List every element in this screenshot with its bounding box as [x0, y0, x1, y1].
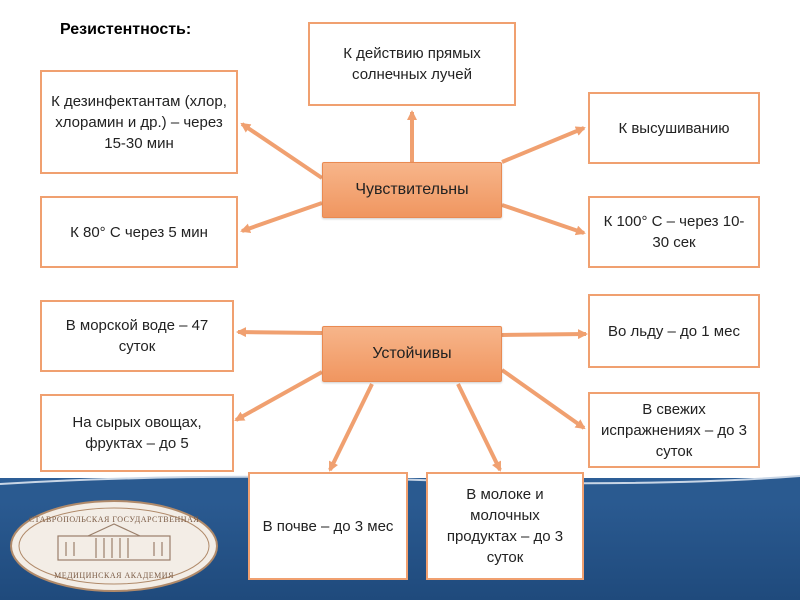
arrow-to-sea-water [236, 327, 323, 338]
box-disinfectants: К дезинфектантам (хлор, хлорамин и др.) … [40, 70, 238, 174]
box-vegetables: На сырых овощах, фруктах – до 5 [40, 394, 234, 472]
arrow-to-ice [501, 329, 588, 340]
slide-title: Резистентность: [60, 21, 192, 38]
academy-logo: СТАВРОПОЛЬСКАЯ ГОСУДАРСТВЕННАЯ МЕДИЦИНСК… [10, 500, 218, 592]
arrow-to-feces [500, 368, 586, 430]
box-sunlight: К действию прямых солнечных лучей [308, 22, 516, 106]
arrow-to-milk [456, 383, 502, 472]
arrow-to-vegetables [234, 370, 323, 422]
box-ice: Во льду – до 1 мес [588, 294, 760, 368]
box-heat80: К 80° С через 5 мин [40, 196, 238, 268]
arrow-to-disinfectants [240, 122, 324, 180]
box-heat100: К 100° С – через 10-30 сек [588, 196, 760, 268]
box-milk: В молоке и молочных продуктах – до 3 сут… [426, 472, 584, 580]
svg-text:СТАВРОПОЛЬСКАЯ ГОСУДАРСТВЕННАЯ: СТАВРОПОЛЬСКАЯ ГОСУДАРСТВЕННАЯ [29, 515, 199, 524]
arrow-to-drying [501, 126, 586, 164]
box-drying: К высушиванию [588, 92, 760, 164]
hub-resistant: Устойчивы [322, 326, 502, 382]
box-soil: В почве – до 3 мес [248, 472, 408, 580]
svg-text:МЕДИЦИНСКАЯ АКАДЕМИЯ: МЕДИЦИНСКАЯ АКАДЕМИЯ [54, 571, 174, 580]
arrow-to-soil [328, 383, 374, 472]
arrow-to-heat100 [501, 203, 586, 236]
arrow-to-heat80 [240, 201, 323, 234]
hub-sensitive: Чувствительны [322, 162, 502, 218]
box-feces: В свежих испражнениях – до 3 суток [588, 392, 760, 468]
box-sea-water: В морской воде – 47 суток [40, 300, 234, 372]
